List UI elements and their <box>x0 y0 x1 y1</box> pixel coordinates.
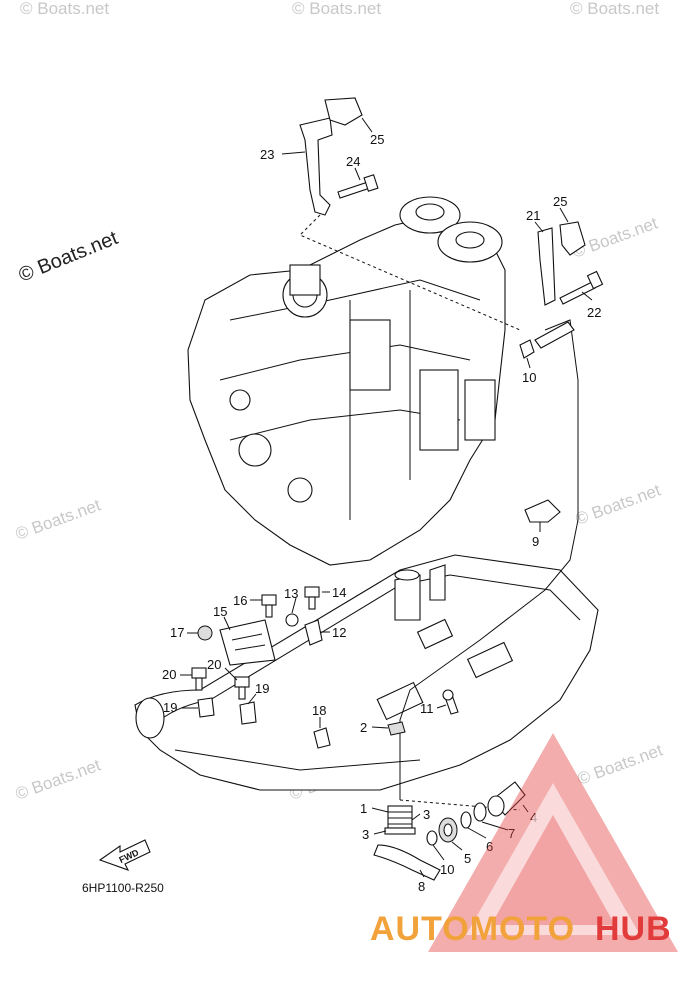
watermark: © Boats.net <box>13 495 103 543</box>
watermark: © Boats.net <box>292 0 381 18</box>
clip-12 <box>304 619 323 646</box>
callout-19: 19 <box>163 700 177 715</box>
callout-6: 6 <box>486 839 493 854</box>
hose-top <box>519 321 575 359</box>
clip-9 <box>524 499 561 523</box>
callout-3: 3 <box>362 827 369 842</box>
grommet-13 <box>285 613 299 627</box>
watermark: © Boats.net <box>570 0 659 18</box>
nut-5 <box>438 817 458 843</box>
watermark: © Boats.net <box>13 755 103 803</box>
brand-text-hub: HUB <box>595 910 672 948</box>
hose-route <box>299 214 579 811</box>
callout-22: 22 <box>587 305 601 320</box>
watermark: © Boats.net <box>20 0 109 18</box>
nut-17 <box>197 625 213 641</box>
brand-text-automoto: AUTOMOTO <box>370 910 575 948</box>
callout-9: 9 <box>532 534 539 549</box>
callout-25: 25 <box>553 194 567 209</box>
bolt-20a <box>191 667 207 691</box>
hose-8 <box>373 844 441 881</box>
callout-8: 8 <box>418 879 425 894</box>
callout-14: 14 <box>332 585 346 600</box>
watermark: © Boats.net <box>573 480 663 528</box>
callout-25: 25 <box>370 132 384 147</box>
callout-21: 21 <box>526 208 540 223</box>
callout-5: 5 <box>464 851 471 866</box>
o-ring-7 <box>473 802 487 822</box>
callout-12: 12 <box>332 625 346 640</box>
grommet-18 <box>313 727 331 749</box>
callout-1: 1 <box>360 801 367 816</box>
nut-2 <box>387 721 406 736</box>
washer-6 <box>460 811 472 829</box>
callout-2: 2 <box>360 720 367 735</box>
callout-17: 17 <box>170 625 184 640</box>
watermark: © Boats.net <box>575 740 665 788</box>
callout-16: 16 <box>233 593 247 608</box>
bracket-23 <box>299 97 363 216</box>
washer-10 <box>426 830 438 846</box>
callout-20: 20 <box>162 667 176 682</box>
bolt-14 <box>304 586 320 610</box>
watermark: © Boats.net <box>570 213 660 261</box>
bracket-21 <box>537 221 586 306</box>
fwd-arrow-icon: FWD <box>98 839 151 871</box>
bolt-16 <box>261 594 277 618</box>
callout-layer: 25 23 24 25 21 22 10 9 16 13 14 15 12 17… <box>162 117 601 894</box>
callout-10: 10 <box>440 862 454 877</box>
callout-3: 3 <box>423 807 430 822</box>
engine-block <box>187 214 506 566</box>
callout-10: 10 <box>522 370 536 385</box>
callout-7: 7 <box>508 826 515 841</box>
brand-logo: AUTOMOTO HUB <box>370 733 678 952</box>
bolt-22 <box>559 270 604 305</box>
clip-19b <box>239 701 257 725</box>
callout-19: 19 <box>255 681 269 696</box>
clip-19a <box>197 697 215 718</box>
callout-18: 18 <box>312 703 326 718</box>
callout-13: 13 <box>284 586 298 601</box>
callout-23: 23 <box>260 147 274 162</box>
callout-20: 20 <box>207 657 221 672</box>
watermark-main: © Boats.net <box>16 227 122 287</box>
grommet-1 <box>384 805 416 835</box>
callout-15: 15 <box>213 604 227 619</box>
diagram-code: 6HP1100-R250 <box>82 881 164 895</box>
fitting-4 <box>487 781 526 817</box>
bracket-15 <box>219 619 276 666</box>
bolt-24 <box>337 174 379 199</box>
camshaft-gears <box>399 196 503 263</box>
callout-11: 11 <box>420 701 434 716</box>
callout-24: 24 <box>346 154 360 169</box>
bolt-11 <box>442 689 459 715</box>
bolt-20b <box>234 676 250 700</box>
bottom-cowling <box>134 554 599 791</box>
